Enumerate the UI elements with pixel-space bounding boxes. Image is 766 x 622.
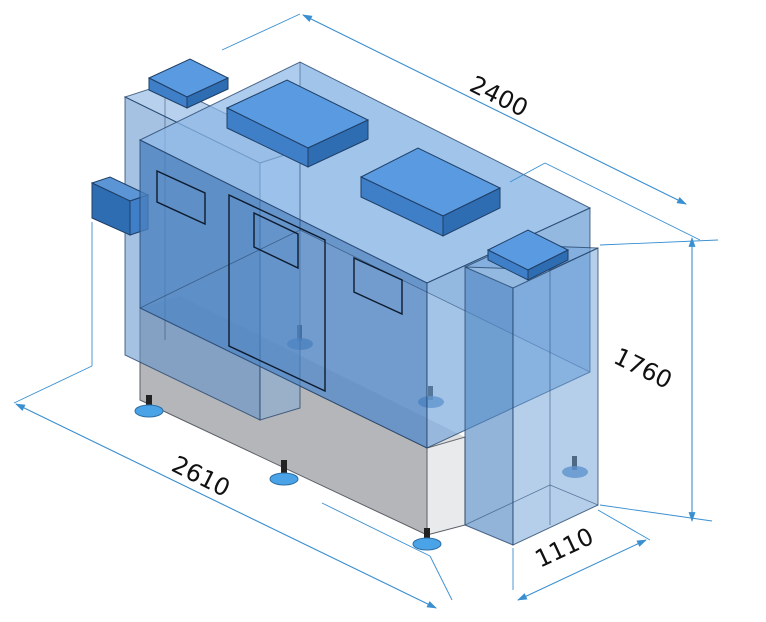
window-right (353, 256, 403, 316)
right-tall-module (464, 244, 599, 546)
depth-label: 2400 (465, 70, 532, 122)
window-left (156, 169, 206, 226)
right-module-top-box (486, 229, 570, 281)
length-label: 2610 (167, 450, 234, 502)
dimension-height: 1760 (599, 237, 719, 522)
door (228, 193, 326, 393)
left-module-top-box (147, 58, 230, 109)
height-label: 1760 (609, 342, 676, 394)
cabin-front-details (156, 169, 403, 393)
door-window (253, 211, 299, 270)
grey-base-end-face (426, 436, 466, 536)
